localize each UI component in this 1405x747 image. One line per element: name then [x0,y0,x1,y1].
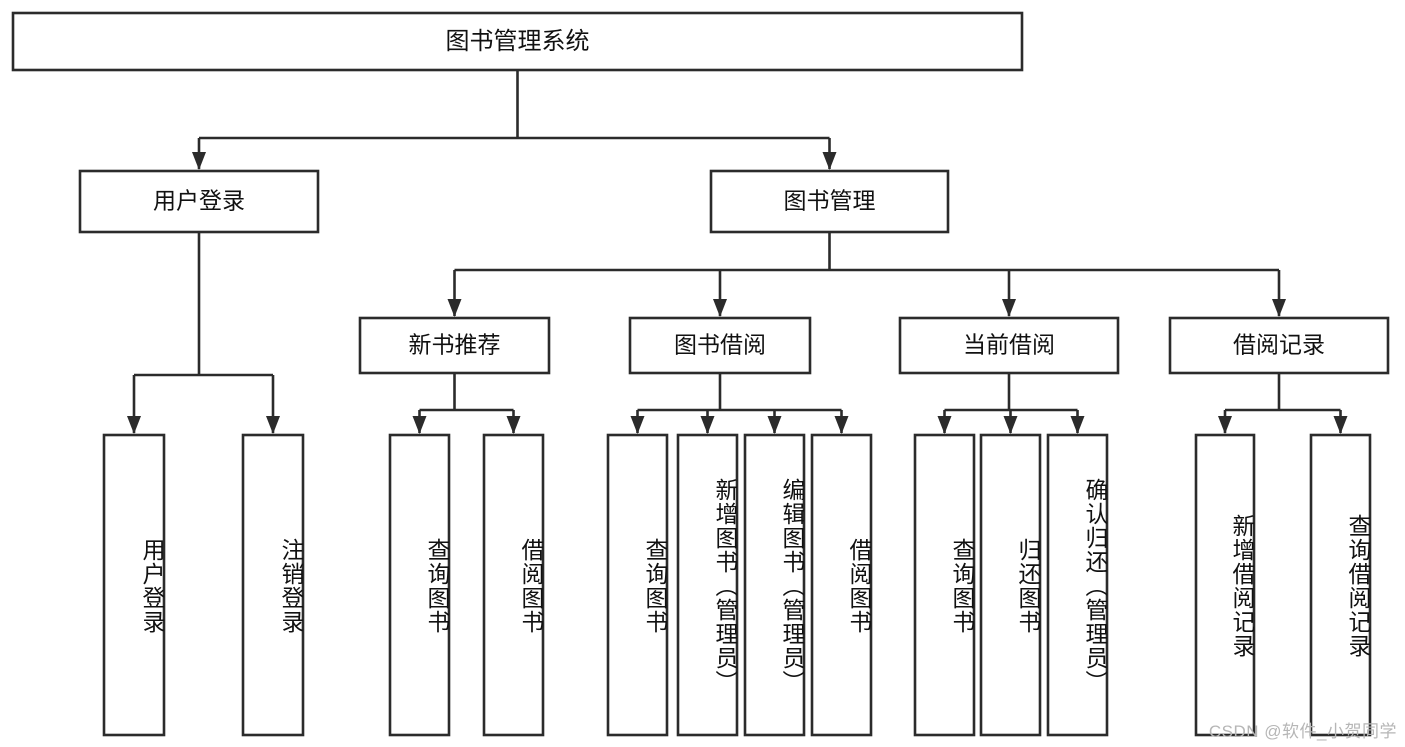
arrow-head-icon [1002,299,1016,317]
arrow-head-icon [506,416,521,434]
arrow-head-icon [412,416,427,434]
node-new-book-recommend[interactable]: 新书推荐 [358,316,551,375]
arrow-head-icon [1272,299,1286,317]
node-leaf-confirm-return[interactable] [1046,433,1109,737]
node-leaf-add-book[interactable] [676,433,739,737]
node-book-borrow[interactable]: 图书借阅 [628,316,812,375]
node-borrow-record-label: 借阅记录 [1233,332,1325,358]
node-current-borrow[interactable]: 当前借阅 [898,316,1120,375]
node-leaf-borrow-book-2[interactable] [810,433,873,737]
node-leaf-borrow-book-1[interactable] [482,433,545,737]
arrow-head-icon [1070,416,1085,434]
node-book-borrow-label: 图书借阅 [674,332,766,358]
arrow-head-icon [447,299,462,317]
node-leaf-query-book-3[interactable] [913,433,976,737]
node-current-borrow-label: 当前借阅 [963,332,1055,358]
node-book-manage[interactable]: 图书管理 [709,169,950,234]
node-leaf-query-book-2[interactable] [606,433,669,737]
node-leaf-user-login[interactable] [102,433,166,737]
node-new-book-recommend-label: 新书推荐 [409,332,501,358]
arrow-head-icon [713,299,727,317]
node-borrow-record[interactable]: 借阅记录 [1168,316,1390,375]
arrow-head-icon [937,416,952,434]
arrow-head-icon [834,416,849,434]
node-leaf-query-book-1[interactable] [388,433,451,737]
node-book-manage-label: 图书管理 [784,188,876,214]
arrow-head-icon [630,416,645,434]
node-leaf-query-record[interactable] [1309,433,1372,737]
arrow-head-icon [700,416,715,434]
node-root[interactable]: 图书管理系统 [11,11,1024,72]
arrow-head-icon [1333,416,1348,434]
arrow-head-icon [1003,416,1018,434]
node-user-login[interactable]: 用户登录 [78,169,320,234]
arrow-head-icon [1218,416,1232,434]
arrow-head-icon [266,416,280,434]
node-leaf-logout[interactable] [241,433,305,737]
connector-layer [127,70,1348,434]
node-leaf-add-record[interactable] [1194,433,1256,737]
node-root-label: 图书管理系统 [446,28,590,55]
node-leaf-return-book[interactable] [979,433,1042,737]
node-leaf-edit-book[interactable] [743,433,806,737]
arrow-head-icon [822,152,837,170]
arrow-head-icon [127,416,141,434]
arrow-head-icon [767,416,782,434]
arrow-head-icon [192,152,206,170]
node-user-login-label: 用户登录 [153,188,245,214]
watermark: CSDN @软件_小贺同学 [1208,722,1397,741]
